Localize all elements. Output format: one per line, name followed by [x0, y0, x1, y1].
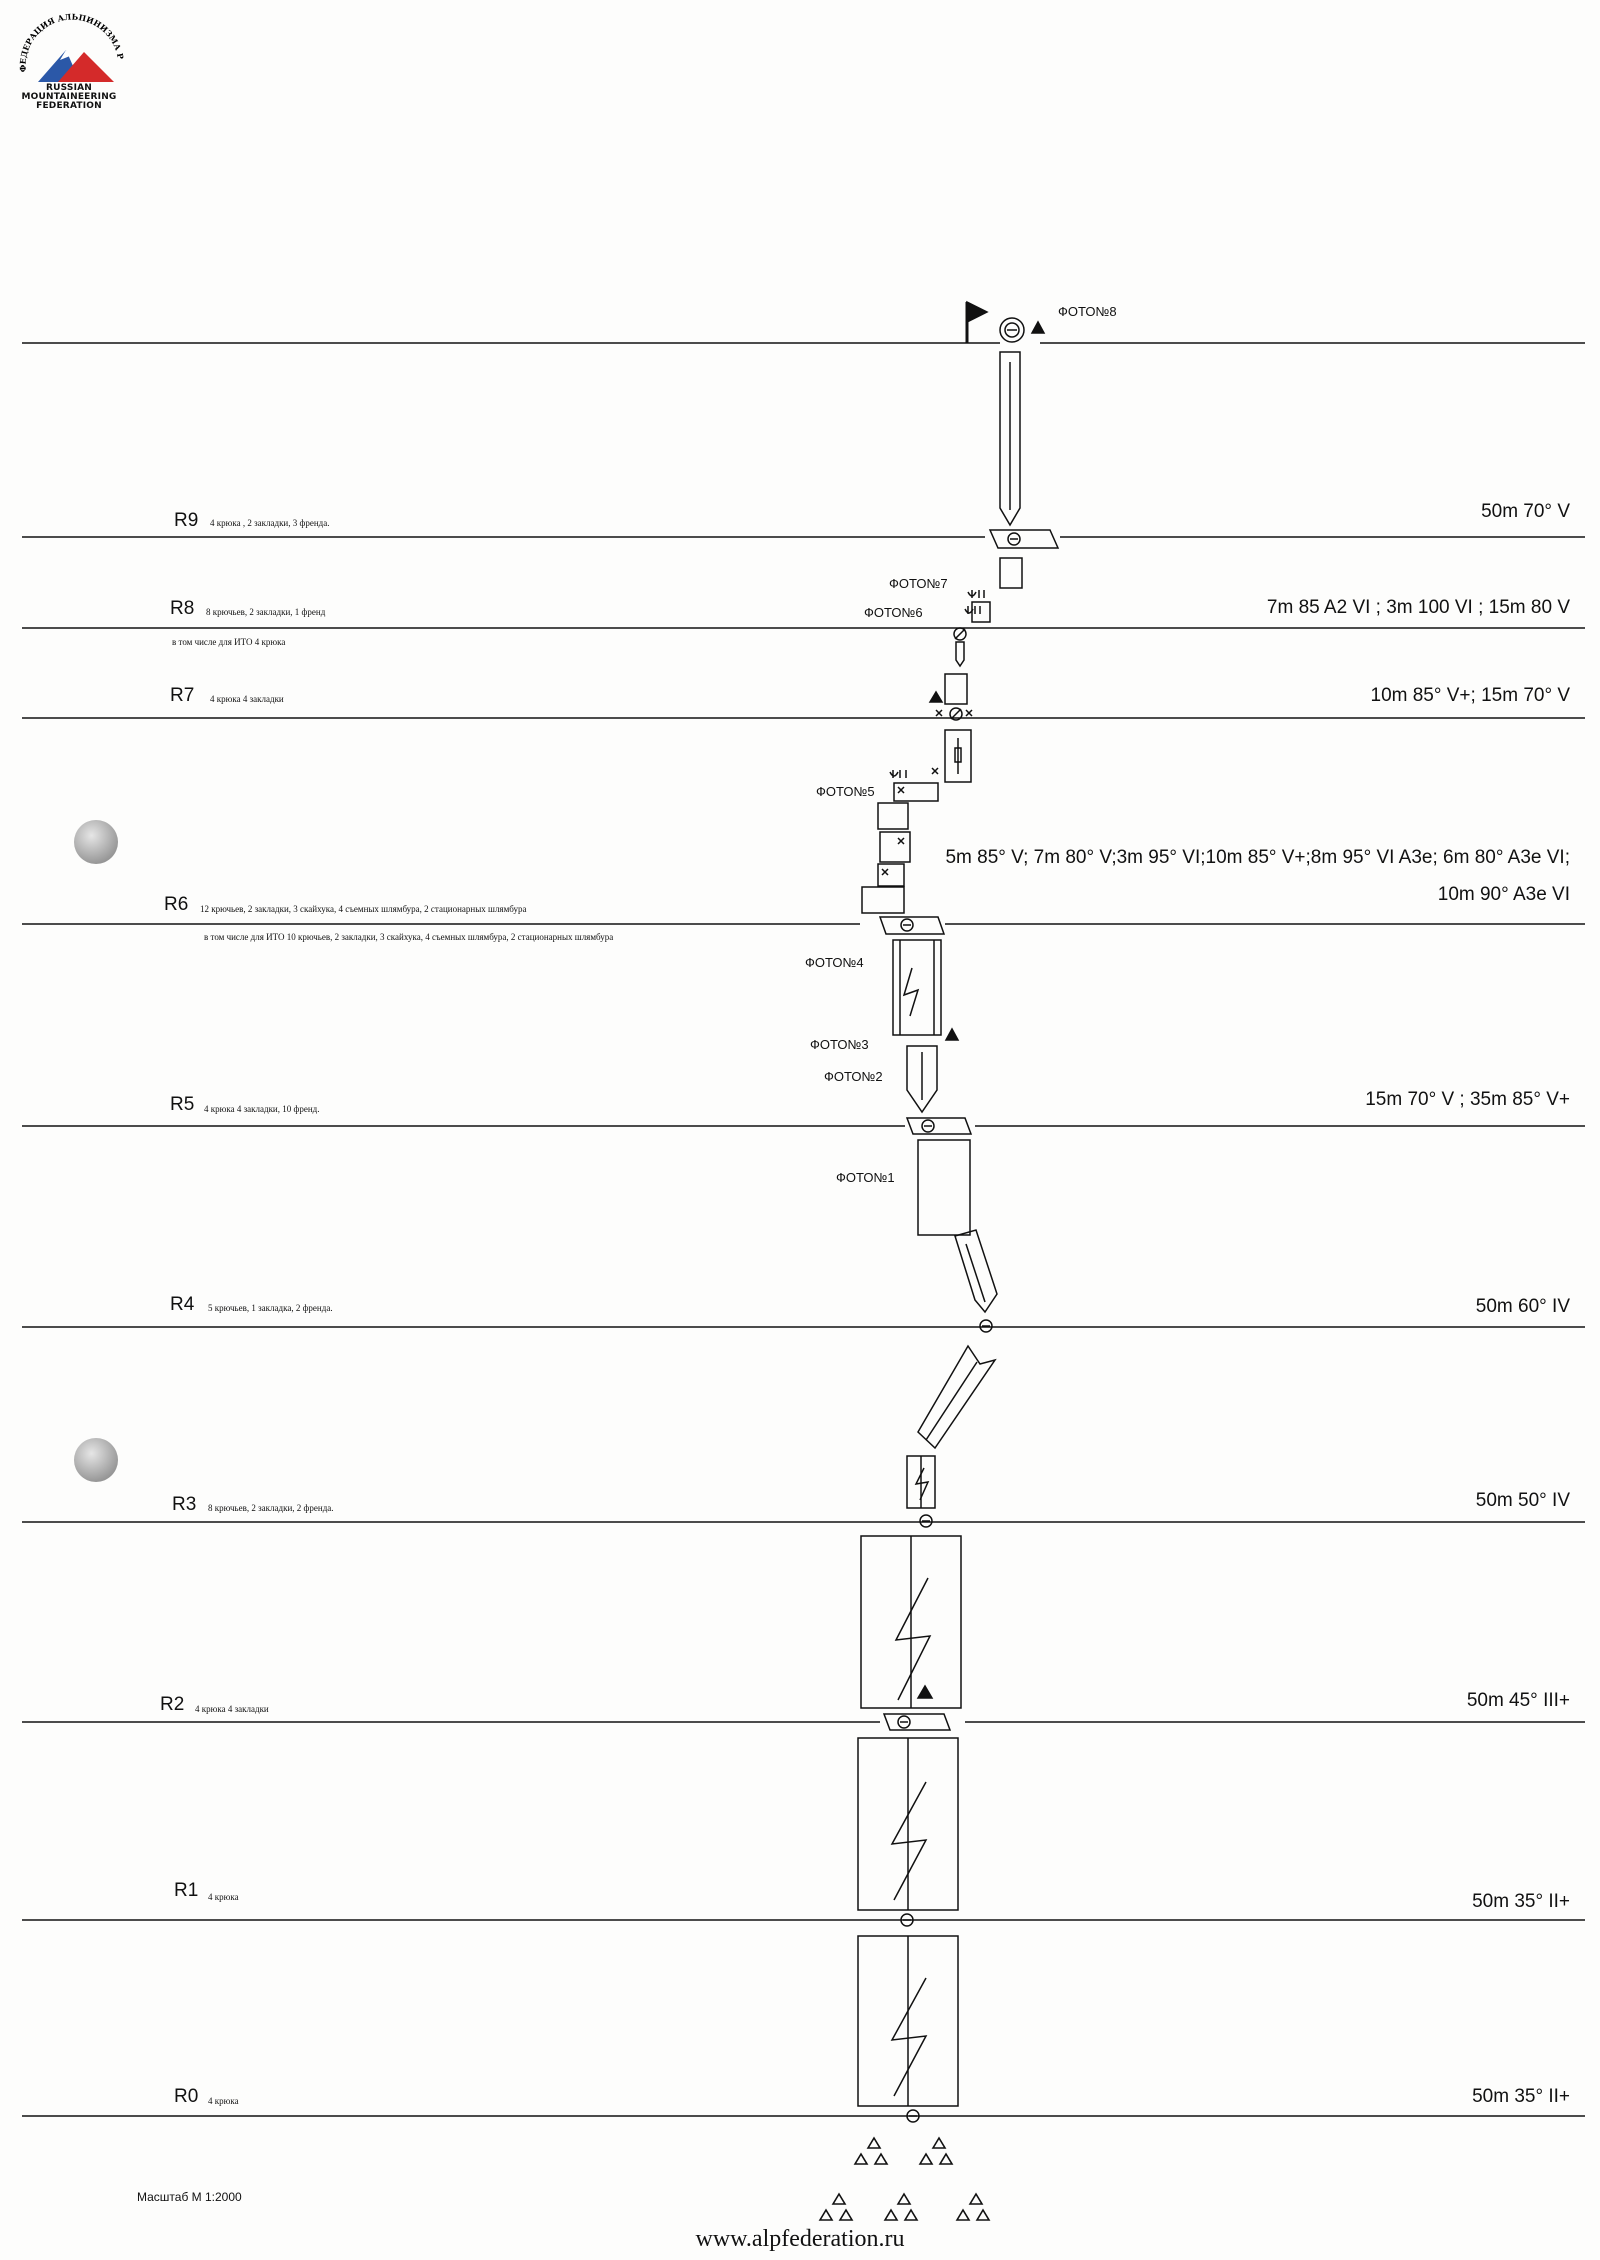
punch-hole	[74, 1438, 118, 1482]
pitch-label-r2: R2	[160, 1694, 185, 1715]
summit-flag-icon	[966, 300, 989, 324]
pitch-gear-r4: 5 крючьев, 1 закладка, 2 френда.	[208, 1303, 333, 1313]
pitch-gear-ito-r8: в том числе для ИТО 4 крюка	[172, 637, 286, 647]
wall-block	[944, 673, 968, 705]
punch-hole	[74, 820, 118, 864]
pitch-grade-r8: 7m 85 A2 VI ; 3m 100 VI ; 15m 80 V	[1266, 597, 1570, 618]
crack-icon	[890, 1977, 928, 2097]
pitch-gear-r0: 4 крюка	[208, 2096, 239, 2106]
logo-mountain-red	[58, 52, 114, 82]
bivouac-triangle-icon	[928, 690, 944, 703]
photo-label-6: ФОТО№6	[864, 605, 923, 620]
piton-cross-icon	[931, 767, 939, 775]
pitch-gear-r9: 4 крюка , 2 закладки, 3 френда.	[210, 518, 330, 528]
pitch-gear-r5: 4 крюка 4 закладки, 10 френд.	[204, 1104, 320, 1114]
bivouac-triangle-icon	[944, 1027, 960, 1041]
photo-label-1: ФОТО№1	[836, 1170, 895, 1185]
crack-icon	[902, 967, 920, 1017]
station-r9	[988, 529, 1060, 549]
station-r2	[882, 1713, 952, 1731]
wall-block	[877, 863, 905, 887]
ridge-arrow-r3	[917, 1344, 997, 1450]
pitch-label-r6: R6	[164, 894, 189, 915]
bolt-icon	[953, 627, 967, 641]
pitch-gear-ito-r6: в том числе для ИТО 10 крючьев, 2 заклад…	[204, 932, 614, 942]
photo-label-5: ФОТО№5	[816, 784, 875, 799]
station-r4	[979, 1319, 993, 1333]
pitch-grade-r9: 50m 70° V	[1481, 501, 1570, 522]
federation-logo: ФЕДЕРАЦИЯ АЛЬПИНИЗМА РОССИИ	[8, 10, 126, 82]
pitch-gear-r8: 8 крючьев, 2 закладки, 1 френд	[206, 607, 326, 617]
bolt-icon	[949, 707, 963, 721]
pitch-grade-r5: 15m 70° V ; 35m 85° V+	[1365, 1089, 1570, 1110]
photo-label-8: ФОТО№8	[1058, 304, 1117, 319]
wall-block	[877, 802, 909, 830]
station-r5	[905, 1117, 973, 1135]
pitch-gear-r1: 4 крюка	[208, 1892, 239, 1902]
pitch-label-r5: R5	[170, 1094, 195, 1115]
wall-block	[893, 782, 939, 802]
chimney-arrow-r7	[955, 641, 965, 668]
station-r0	[906, 2109, 920, 2123]
scree-icon	[818, 2136, 991, 2221]
pitch-gear-r2: 4 крюка 4 закладки	[195, 1704, 269, 1714]
crack-icon	[894, 1577, 932, 1701]
pitch-grade-r2: 50m 45° III+	[1466, 1690, 1570, 1711]
wall-block	[861, 886, 905, 914]
pitch-label-r8: R8	[170, 598, 195, 619]
pitch-grade-r6: 5m 85° V; 7m 80° V;3m 95° VI;10m 85° V+;…	[945, 847, 1570, 868]
pitch-grade-r1: 50m 35° II+	[1472, 1891, 1570, 1912]
pitch-grade-r0: 50m 35° II+	[1472, 2086, 1570, 2107]
photo-label-2: ФОТО№2	[824, 1069, 883, 1084]
overhang-icon	[889, 770, 907, 778]
pitch-gear-r3: 8 крючьев, 2 закладки, 2 френда.	[208, 1503, 334, 1513]
crack-icon	[890, 1781, 928, 1901]
logo-line-3: FEDERATION	[36, 101, 102, 111]
pitch-label-r0: R0	[174, 2086, 199, 2107]
photo-label-4: ФОТО№4	[805, 955, 864, 970]
summit-station-icon	[999, 317, 1025, 343]
bivouac-triangle-icon	[916, 1684, 934, 1699]
wall-block	[971, 601, 991, 623]
website-link[interactable]: www.alpfederation.ru	[695, 2226, 905, 2252]
pitch-label-r3: R3	[172, 1494, 197, 1515]
pitch-gear-r7: 4 крюка 4 закладки	[210, 694, 284, 704]
ridge-arrow-r4	[954, 1229, 998, 1314]
station-r3	[919, 1514, 933, 1528]
station-r6	[878, 916, 946, 935]
pitch-grade-r4: 50m 60° IV	[1475, 1296, 1570, 1317]
wall-block	[879, 831, 911, 863]
logo-line-2: MOUNTAINEERING	[21, 92, 117, 102]
pitch-label-r4: R4	[170, 1294, 195, 1315]
wall-block	[999, 557, 1023, 589]
logo-text: RUSSIAN MOUNTAINEERING FEDERATION	[14, 84, 124, 111]
bivouac-triangle-icon	[1030, 320, 1046, 334]
wall-block	[944, 729, 972, 783]
wall-block	[917, 1139, 971, 1236]
logo-line-1: RUSSIAN	[45, 83, 93, 93]
wall-block-crack	[892, 939, 942, 1036]
overhang-icon	[964, 606, 981, 614]
pitch-gear-r6: 12 крючьев, 2 закладки, 3 скайхука, 4 съ…	[200, 904, 527, 914]
scale-label: Масштаб М 1:2000	[137, 2190, 242, 2204]
pitch-grade-r7: 10m 85° V+; 15m 70° V	[1370, 685, 1571, 706]
piton-cross-icon	[965, 709, 973, 717]
photo-label-7: ФОТО№7	[889, 576, 948, 591]
station-r1	[900, 1913, 914, 1927]
piton-cross-icon	[935, 709, 943, 717]
photo-label-3: ФОТО№3	[810, 1037, 869, 1052]
logo-snow	[60, 50, 70, 60]
pitch-label-r9: R9	[174, 510, 199, 531]
overhang-icon	[967, 590, 985, 598]
pitch-grade-r3: 50m 50° IV	[1475, 1490, 1570, 1511]
chimney-arrow-r5	[906, 1045, 938, 1114]
pitch-label-r7: R7	[170, 685, 195, 706]
ridge-arrow-r9	[999, 351, 1021, 527]
pitch-grade-r6-cont: 10m 90° A3e VI	[1437, 884, 1570, 905]
pitch-label-r1: R1	[174, 1880, 199, 1901]
